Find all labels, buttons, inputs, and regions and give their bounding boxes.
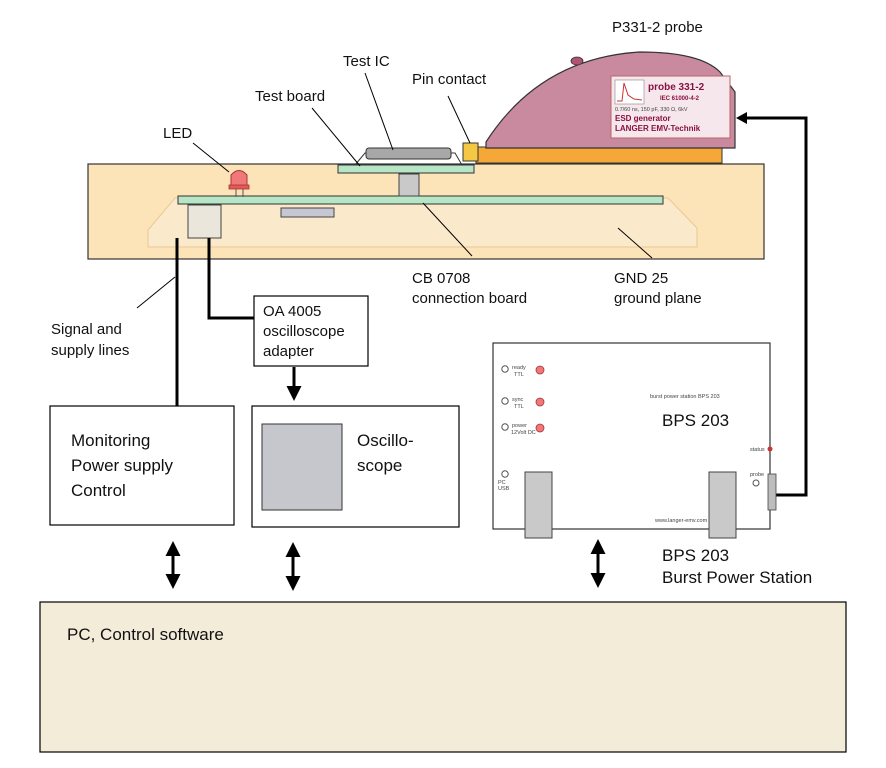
bps-ready-sub: TTL	[514, 372, 524, 378]
probe-arrow-head	[736, 112, 747, 124]
label-pin-contact: Pin contact	[412, 71, 487, 88]
bps-probe-label: probe	[750, 472, 764, 478]
bps-power-label: power	[512, 423, 527, 429]
label-led: LED	[163, 125, 192, 142]
bps-foot-left	[524, 471, 553, 539]
connector-chip	[280, 207, 335, 218]
label-test-ic: Test IC	[343, 53, 390, 70]
bps-usb-label: USB	[498, 486, 510, 492]
test-board	[337, 164, 475, 174]
label-monitor-line3: Control	[71, 481, 126, 500]
test-ic	[354, 147, 463, 166]
label-cb-line1: CB 0708	[412, 270, 470, 287]
label-osc-line1: Oscillo-	[357, 431, 414, 450]
bps-sync-sub: TTL	[514, 404, 524, 410]
board-connector	[187, 204, 222, 239]
label-gnd-line2: ground plane	[614, 290, 702, 307]
probe-label-line5: LANGER EMV-Technik	[615, 124, 701, 133]
label-cb-line2: connection board	[412, 290, 527, 307]
bps-probe-connector	[767, 473, 777, 511]
led	[228, 170, 250, 197]
label-gnd-line1: GND 25	[614, 270, 668, 287]
label-bps-line2: Burst Power Station	[662, 568, 812, 587]
bps-subtitle: burst power station BPS 203	[650, 394, 720, 400]
label-signal-line1: Signal and	[51, 321, 122, 338]
label-signal-line2: supply lines	[51, 342, 129, 359]
sync-led	[535, 397, 545, 407]
p331-2-probe: probe 331-2 IEC 61000-4-2 0.7/60 ns, 150…	[462, 51, 736, 164]
label-monitor-line2: Power supply	[71, 456, 174, 475]
label-pc: PC, Control software	[67, 625, 224, 644]
status-led	[767, 446, 773, 452]
label-test-board: Test board	[255, 88, 325, 105]
label-bps-line1: BPS 203	[662, 546, 729, 565]
power-led	[535, 423, 545, 433]
label-monitor-line1: Monitoring	[71, 431, 150, 450]
bps-web: www.langer-emv.com	[654, 518, 708, 524]
monitoring-box	[49, 405, 235, 526]
oa4005-adapter-box	[253, 295, 369, 367]
board-spacer	[398, 173, 420, 197]
bps203-device	[492, 342, 777, 539]
bps-power-sub: 12Volt DC	[511, 430, 536, 436]
connection-board	[177, 195, 664, 205]
bps-model: BPS 203	[662, 411, 729, 430]
pc-box	[39, 601, 847, 753]
label-probe: P331-2 probe	[612, 19, 703, 36]
probe-label-line4: ESD generator	[615, 114, 671, 123]
label-oa-line1: OA 4005	[263, 303, 321, 320]
label-oa-line2: oscilloscope	[263, 323, 345, 340]
ready-led	[535, 365, 545, 375]
leader-lines	[136, 72, 653, 309]
label-oa-line3: adapter	[263, 343, 314, 360]
bps-ready-label: ready	[512, 365, 526, 371]
cables	[175, 116, 808, 497]
probe-label-line3: 0.7/60 ns, 150 pF, 330 Ω, 6kV	[615, 107, 688, 113]
bps-sync-label: sync	[512, 397, 524, 403]
bps-status-label: status	[750, 447, 765, 453]
pc-link-arrows	[165, 539, 606, 591]
probe-waveform-icon	[614, 79, 645, 105]
bps-foot-right	[708, 471, 737, 539]
oscilloscope-screen	[261, 423, 343, 511]
label-osc-line2: scope	[357, 456, 402, 475]
bps-pc-label: PC	[498, 480, 506, 486]
probe-label-line1: probe 331-2	[648, 82, 705, 93]
probe-label-line2: IEC 61000-4-2	[660, 96, 700, 102]
